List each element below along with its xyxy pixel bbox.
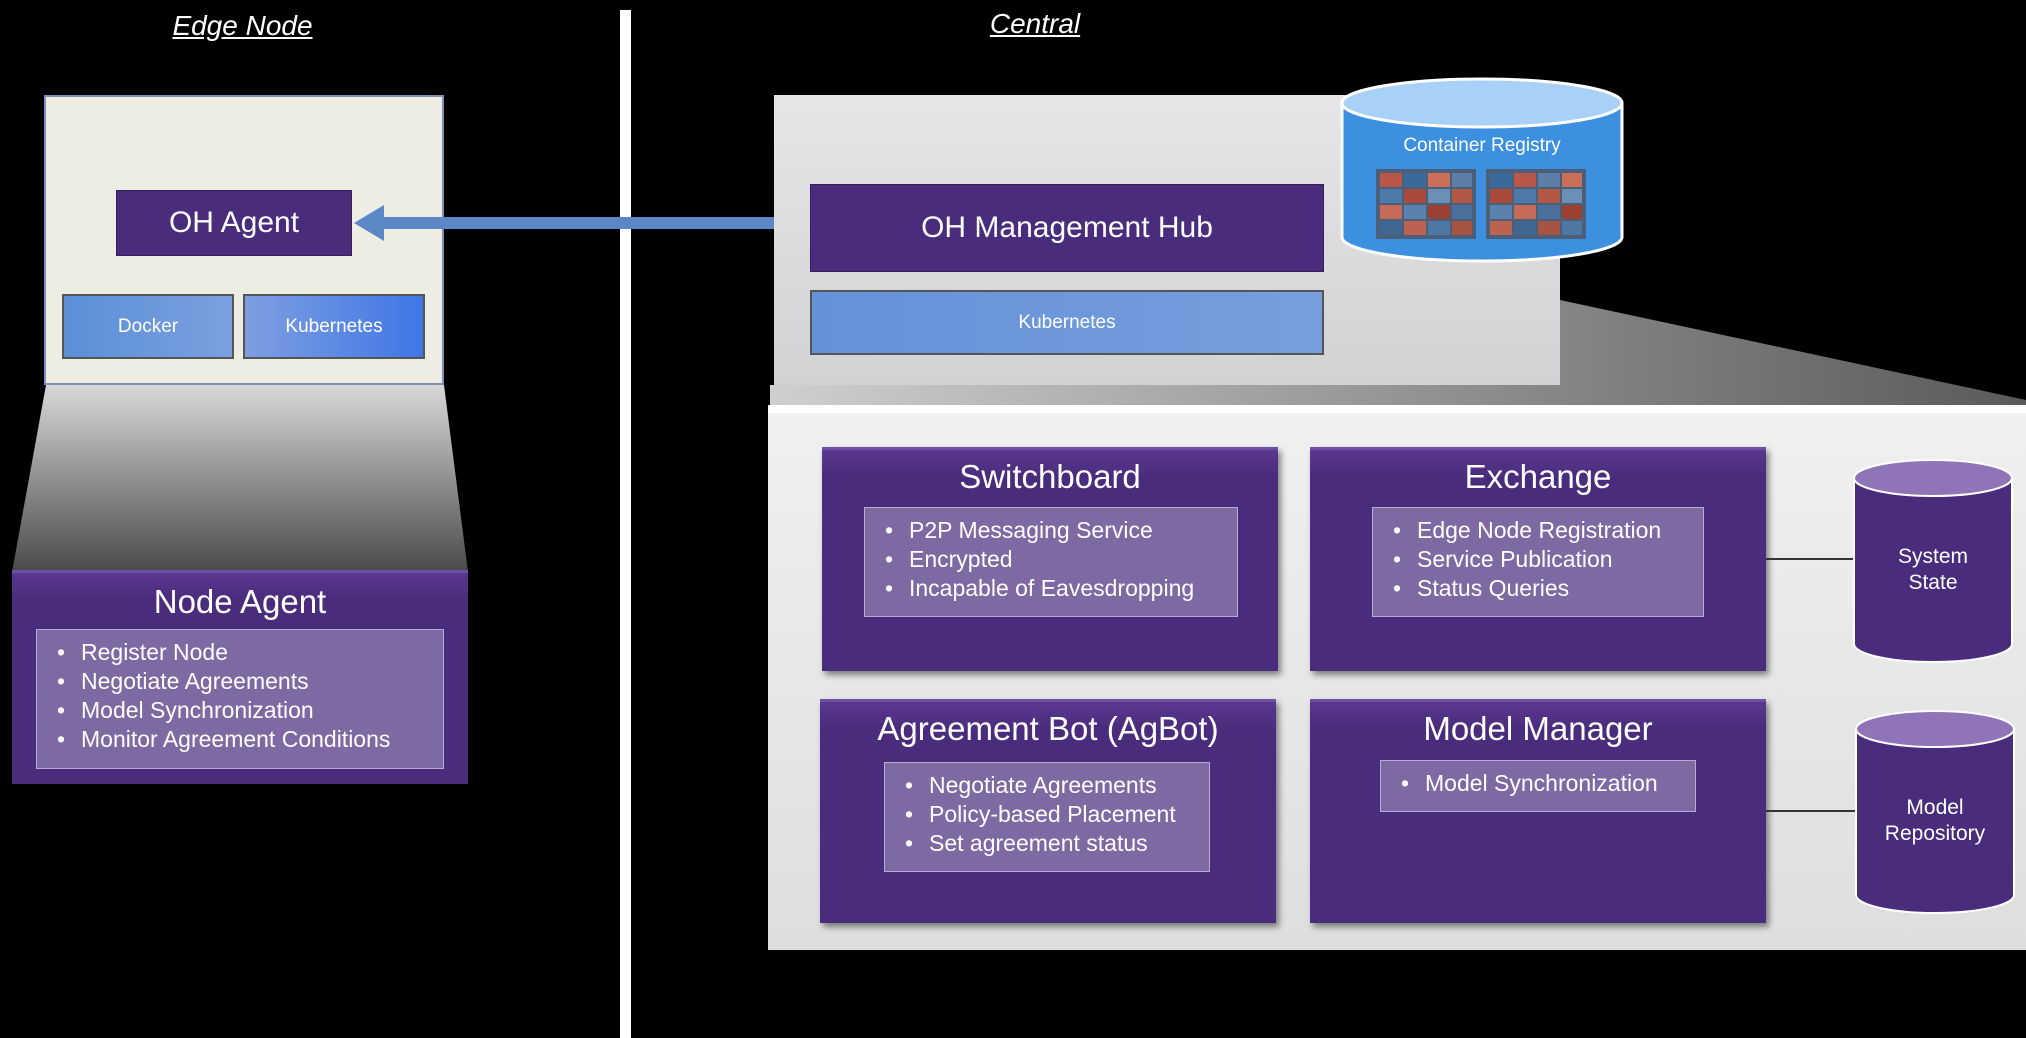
switchboard-bullets: P2P Messaging Service Encrypted Incapabl… [864, 507, 1238, 617]
divider-line [620, 10, 631, 1038]
model-manager-db-connector [1766, 810, 1856, 812]
list-item: Set agreement status [905, 829, 1209, 858]
list-item: Service Publication [1393, 545, 1703, 574]
switchboard-title: Switchboard [959, 458, 1141, 495]
container-image-1 [1376, 169, 1476, 239]
agent-hub-arrow [354, 205, 806, 241]
list-item: Policy-based Placement [905, 800, 1209, 829]
model-repository-cylinder [1855, 710, 2015, 914]
container-registry-label: Container Registry [1403, 135, 1561, 156]
exchange-bullets: Edge Node Registration Service Publicati… [1372, 507, 1704, 617]
exchange-card: Exchange Edge Node Registration Service … [1310, 447, 1766, 671]
switchboard-card: Switchboard P2P Messaging Service Encryp… [822, 447, 1278, 671]
list-item: Negotiate Agreements [905, 771, 1209, 800]
list-item: Negotiate Agreements [57, 667, 443, 696]
list-item: P2P Messaging Service [885, 516, 1237, 545]
edge-zoom-trapezoid [12, 385, 468, 572]
oh-agent-box: OH Agent [116, 190, 352, 256]
list-item: Monitor Agreement Conditions [57, 725, 443, 754]
list-item: Register Node [57, 638, 443, 667]
list-item: Edge Node Registration [1393, 516, 1703, 545]
central-zoom-trapezoid [770, 300, 2026, 412]
docker-box: Docker [62, 294, 234, 359]
list-item: Model Synchronization [1401, 769, 1695, 798]
node-agent-card: Node Agent Register Node Negotiate Agree… [12, 570, 468, 784]
container-image-2 [1486, 169, 1586, 239]
model-manager-title: Model Manager [1423, 710, 1653, 747]
central-title: Central [989, 8, 1081, 39]
container-registry-cylinder [1340, 77, 1624, 263]
list-item: Encrypted [885, 545, 1237, 574]
list-item: Model Synchronization [57, 696, 443, 725]
model-manager-card: Model Manager Model Synchronization [1310, 699, 1766, 923]
agbot-title: Agreement Bot (AgBot) [877, 710, 1219, 747]
node-agent-title: Node Agent [153, 583, 327, 620]
edge-node-title: Edge Node [172, 10, 313, 41]
list-item: Status Queries [1393, 574, 1703, 603]
exchange-db-connector [1766, 558, 1854, 560]
agbot-card: Agreement Bot (AgBot) Negotiate Agreemen… [820, 699, 1276, 923]
system-state-label: System State [1897, 545, 1968, 594]
node-agent-bullets: Register Node Negotiate Agreements Model… [36, 629, 444, 769]
system-state-cylinder [1853, 459, 2013, 663]
exchange-title: Exchange [1464, 458, 1612, 495]
model-repository-label: Model Repository [1884, 796, 1986, 845]
model-manager-bullets: Model Synchronization [1380, 760, 1696, 812]
central-kubernetes-box: Kubernetes [810, 290, 1324, 355]
agbot-bullets: Negotiate Agreements Policy-based Placem… [884, 762, 1210, 872]
edge-kubernetes-box: Kubernetes [243, 294, 425, 359]
oh-management-hub-box: OH Management Hub [810, 184, 1324, 272]
list-item: Incapable of Eavesdropping [885, 574, 1237, 603]
